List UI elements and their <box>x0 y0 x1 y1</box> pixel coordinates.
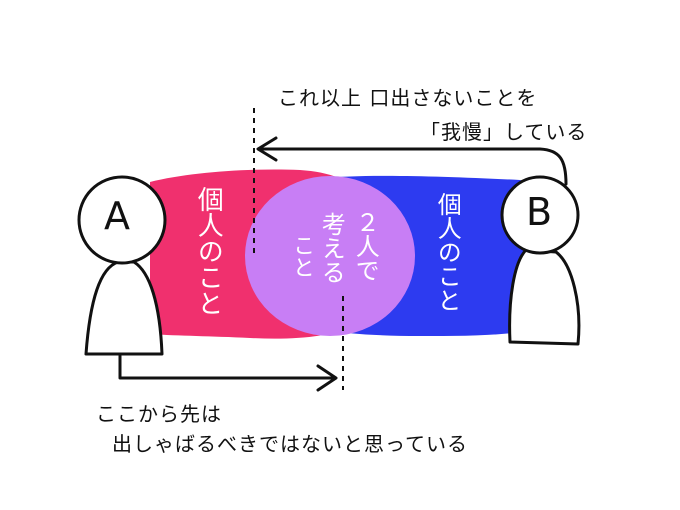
top-arrow-line <box>258 147 568 186</box>
overlap-region <box>245 176 415 336</box>
person-a-figure <box>77 175 167 356</box>
left-region-text: 個人のこと <box>193 186 224 316</box>
top-note-line-1: これ以上 口出さないことを <box>278 86 538 110</box>
overlap-text-col-1: ２人で <box>351 210 380 282</box>
overlap-text-col-2: 考える <box>317 212 346 284</box>
overlap-text-col-3: こと <box>289 234 315 278</box>
bottom-note-line-1: ここから先は <box>96 402 222 426</box>
top-note-line-2: 「我慢」している <box>420 120 588 144</box>
bottom-arrowhead <box>316 364 338 392</box>
person-b-figure <box>500 175 581 346</box>
person-b-label: B <box>526 190 553 234</box>
bottom-note-line-2: 出しゃばるべきではないと思っている <box>112 432 468 456</box>
bottom-arrow-line <box>118 354 336 380</box>
right-region-text: 個人のこと <box>433 192 462 312</box>
top-arrowhead <box>256 136 278 162</box>
person-a-label: A <box>104 194 130 238</box>
